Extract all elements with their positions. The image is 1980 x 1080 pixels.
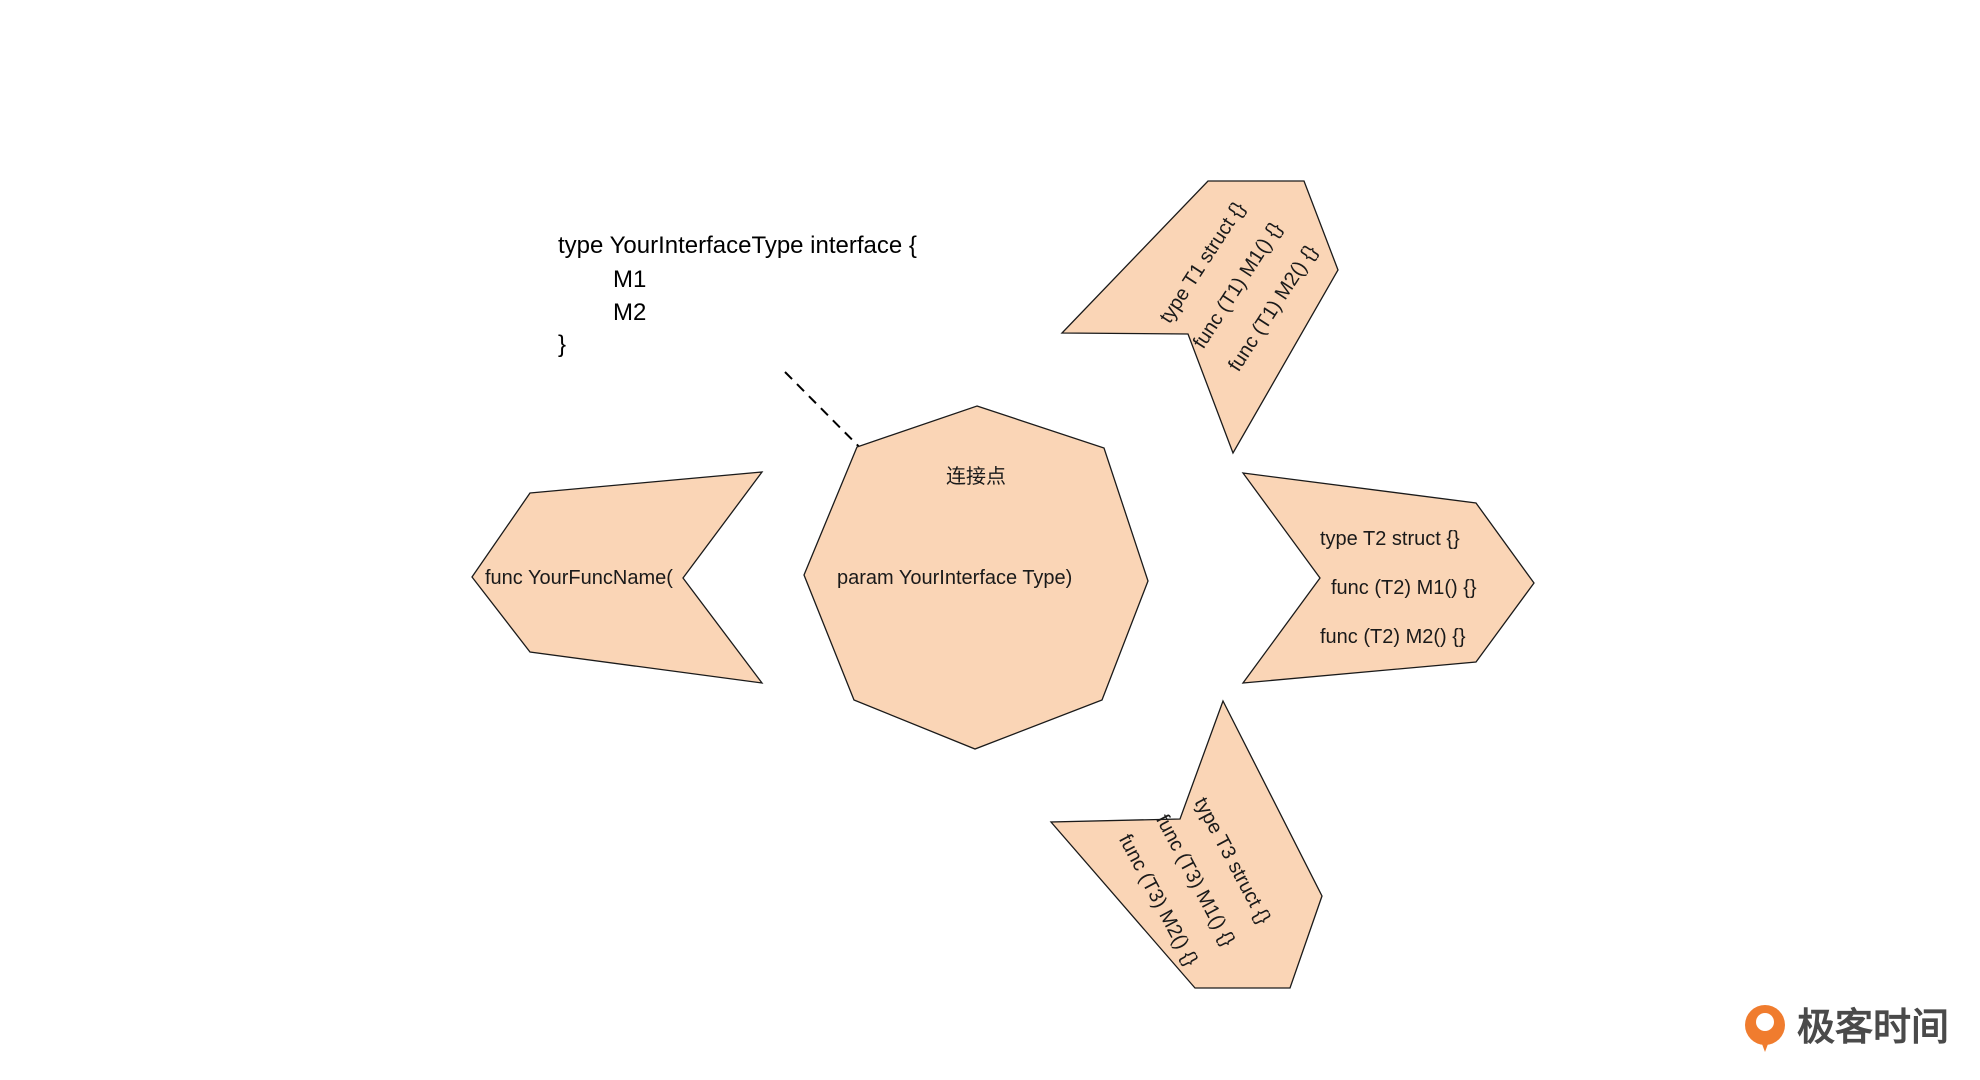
t2-line-3: func (T2) M2() {} [1320,626,1466,648]
func-label: func YourFuncName( [485,567,673,589]
brand-logo: 极客时间 [1745,1005,1949,1052]
connector-label: 连接点 [946,465,1006,488]
dashed-arrow [784,371,900,488]
code-line-1: type YourInterfaceType interface { [558,232,917,259]
t2-line-2: func (T2) M1() {} [1331,577,1477,599]
param-shape: 连接点 param YourInterface Type) [803,405,1149,750]
t3-shape: type T3 struct {} func (T3) M1() {} func… [1049,699,1323,989]
t2-line-1: type T2 struct {} [1320,528,1460,550]
param-label: param YourInterface Type) [837,567,1072,589]
code-line-4: } [558,331,566,358]
t2-shape: type T2 struct {} func (T2) M1() {} func… [1241,472,1535,684]
func-shape: func YourFuncName( [471,471,764,684]
brand-name: 极客时间 [1797,1005,1949,1049]
t1-shape: type T1 struct {} func (T1) M1() {} func… [1060,180,1339,455]
code-line-2: M1 [613,266,646,293]
interface-code-block: type YourInterfaceType interface { M1 M2… [558,232,917,358]
brand-mark-icon [1745,1005,1785,1052]
code-line-3: M2 [613,299,646,326]
